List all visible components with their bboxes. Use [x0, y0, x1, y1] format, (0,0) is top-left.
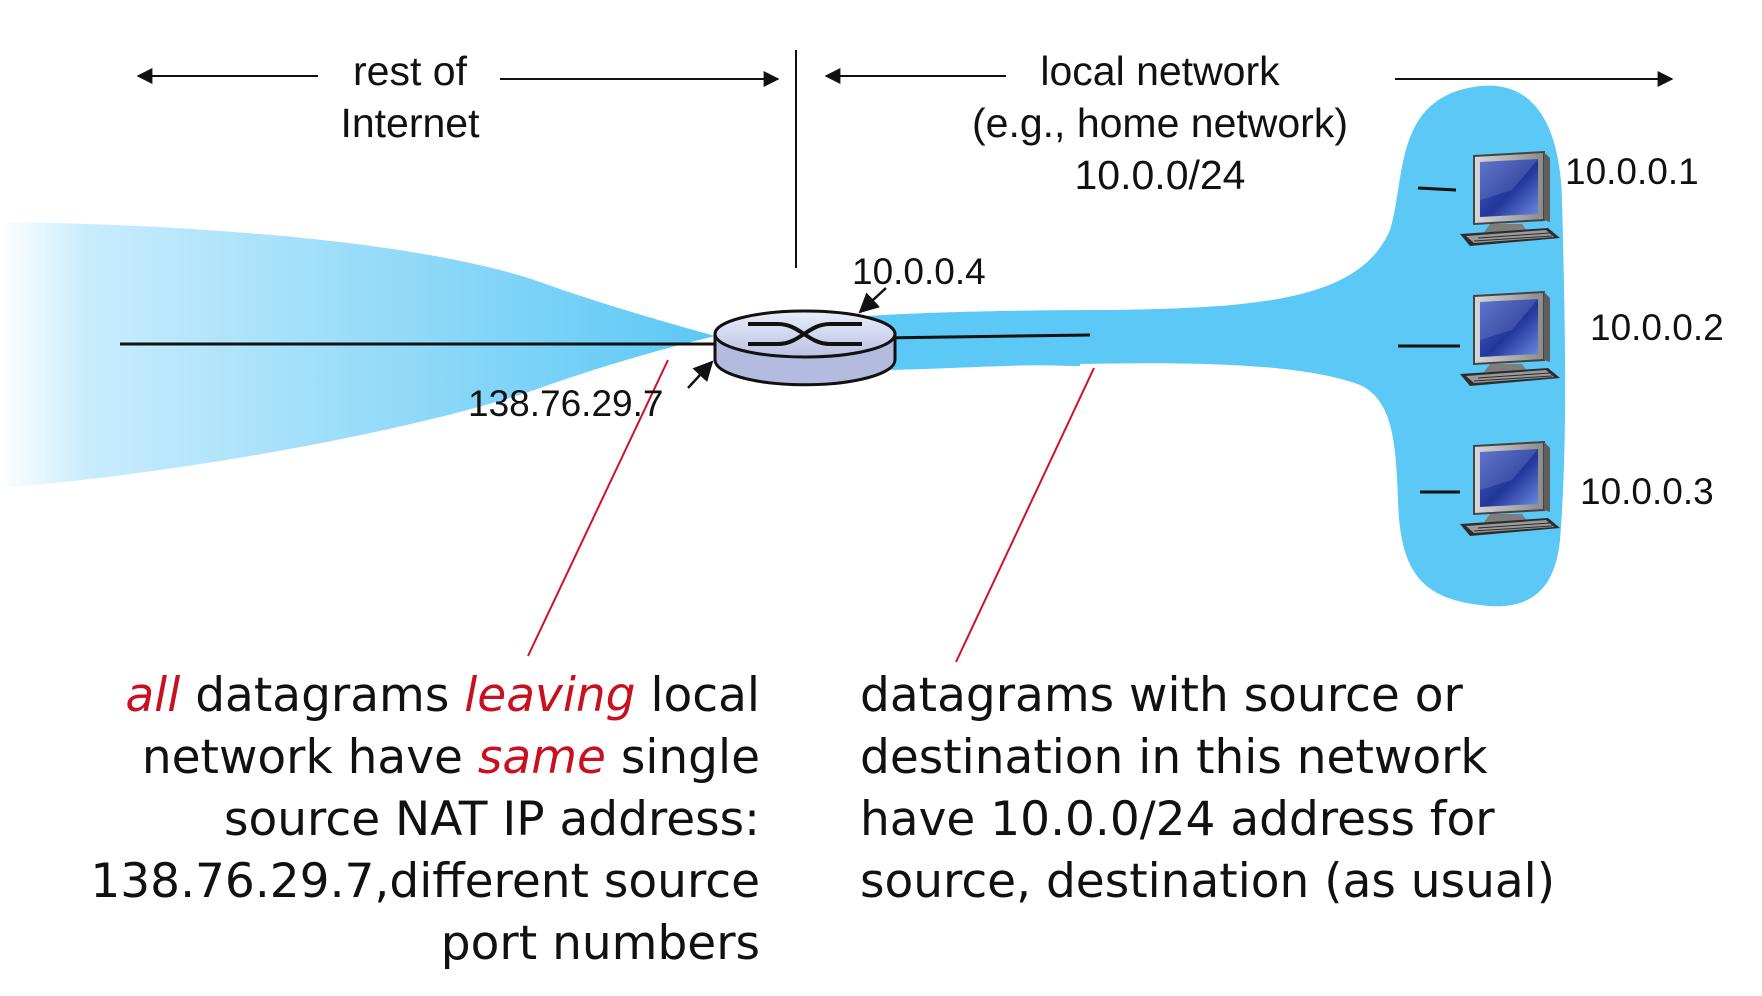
internet-fan — [0, 222, 715, 488]
note-line: all datagrams leaving local — [125, 668, 760, 723]
note-line: destination in this network — [860, 730, 1488, 785]
note-line: network have same single — [141, 730, 760, 785]
network-links — [120, 186, 1460, 494]
hosts — [1459, 151, 1561, 537]
host-ip-3: 10.0.0.3 — [1580, 471, 1714, 512]
interface-pointers — [687, 287, 887, 389]
note-line: have 10.0.0/24 address for — [860, 792, 1495, 847]
host-ip-1: 10.0.0.1 — [1565, 151, 1699, 192]
host-ip-2: 10.0.0.2 — [1590, 307, 1724, 348]
note-line: source NAT IP address: — [224, 792, 760, 847]
note-line: datagrams with source or — [860, 668, 1463, 723]
note-line: 138.76.29.7,different source — [90, 854, 760, 909]
rest-of-internet-label: rest of Internet — [340, 48, 480, 146]
annotation-pointers — [527, 359, 1095, 663]
note-line: source, destination (as usual) — [860, 854, 1556, 909]
local-network-cloud — [845, 85, 1566, 607]
range-arrows — [136, 68, 1674, 87]
router-public-ip: 138.76.29.7 — [468, 383, 664, 424]
local-network-note: datagrams with source or destination in … — [860, 665, 1580, 913]
local-network-label: local network (e.g., home network) 10.0.… — [972, 48, 1348, 198]
nat-router[interactable] — [713, 309, 897, 387]
router-crossed-arrows-icon — [748, 322, 862, 346]
note-line: port numbers — [440, 916, 760, 971]
router-private-ip: 10.0.0.4 — [852, 251, 986, 292]
nat-outgoing-note: all datagrams leaving local network have… — [40, 665, 760, 975]
